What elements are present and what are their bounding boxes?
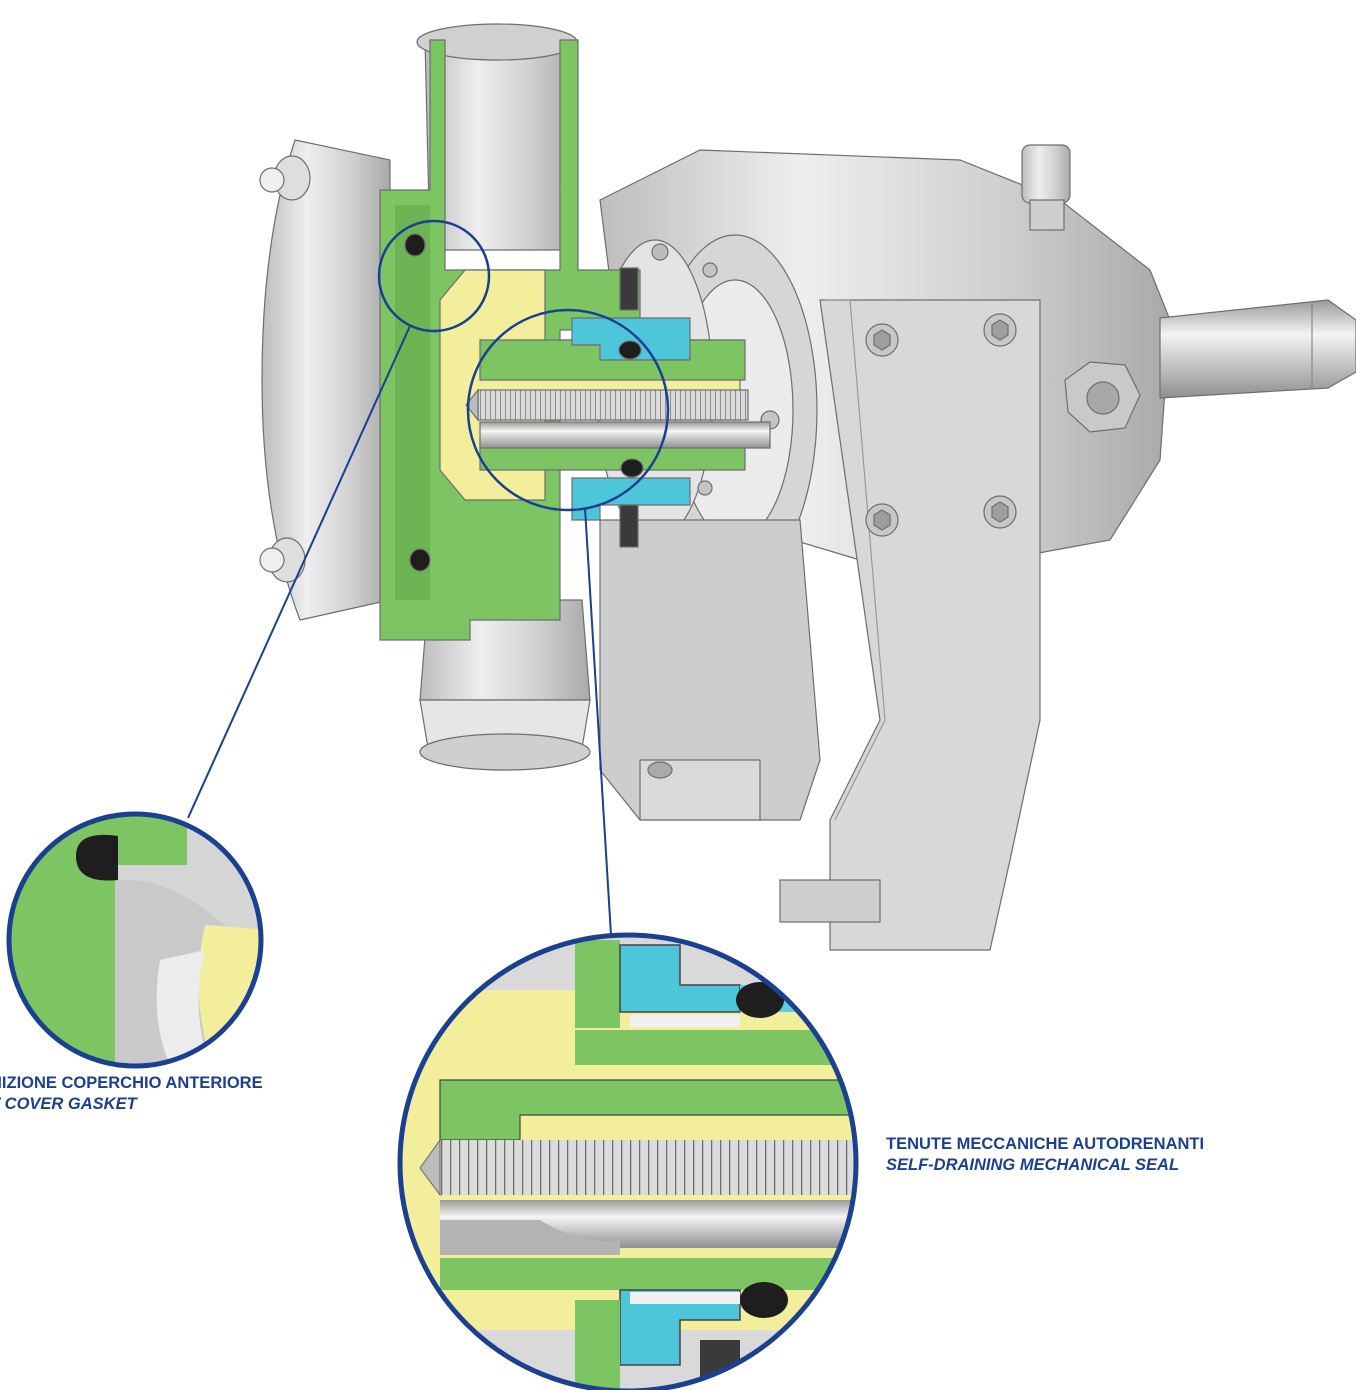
outlet-pipe [424,39,576,251]
threaded-shaft [477,389,749,421]
bolt-hole-icon [651,243,669,261]
seal-highlight-ring [466,308,670,512]
front-cover [261,139,391,621]
gasket-callout-en: T COVER GASKET [0,1095,137,1113]
gasket-leader-line [187,325,411,819]
cap-nut-icon [259,167,285,193]
o-ring [404,233,426,257]
breather-cap [1021,144,1071,204]
seal-ring-top [571,317,691,361]
gasket-highlight-ring [377,219,491,333]
output-shaft [1159,299,1356,399]
gasket-callout-it: NIZIONE COPERCHIO ANTERIORE [0,1074,263,1092]
gasket-zoom-ring [6,811,264,1069]
pump-assembly [259,23,1356,951]
drive-shaft [479,421,771,449]
seal-callout-en: SELF-DRAINING MECHANICAL SEAL [886,1156,1180,1174]
seal-callout-it: TENUTE MECCANICHE AUTODRENANTI [886,1135,1205,1153]
o-ring [76,834,118,881]
gasket-zoom-detail [9,814,261,1066]
support-bracket [819,299,1041,951]
seal-callout: TENUTE MECCANICHE AUTODRENANTI SELF-DRAI… [886,1134,1204,1176]
bracket-foot [779,879,881,923]
gasket-callout: NIZIONE COPERCHIO ANTERIORE T COVER GASK… [0,1073,263,1115]
seal-zoom-ring [397,932,859,1390]
seal-zoom-detail [400,935,856,1390]
seal-leader-line [584,507,612,936]
o-ring [736,982,784,1018]
